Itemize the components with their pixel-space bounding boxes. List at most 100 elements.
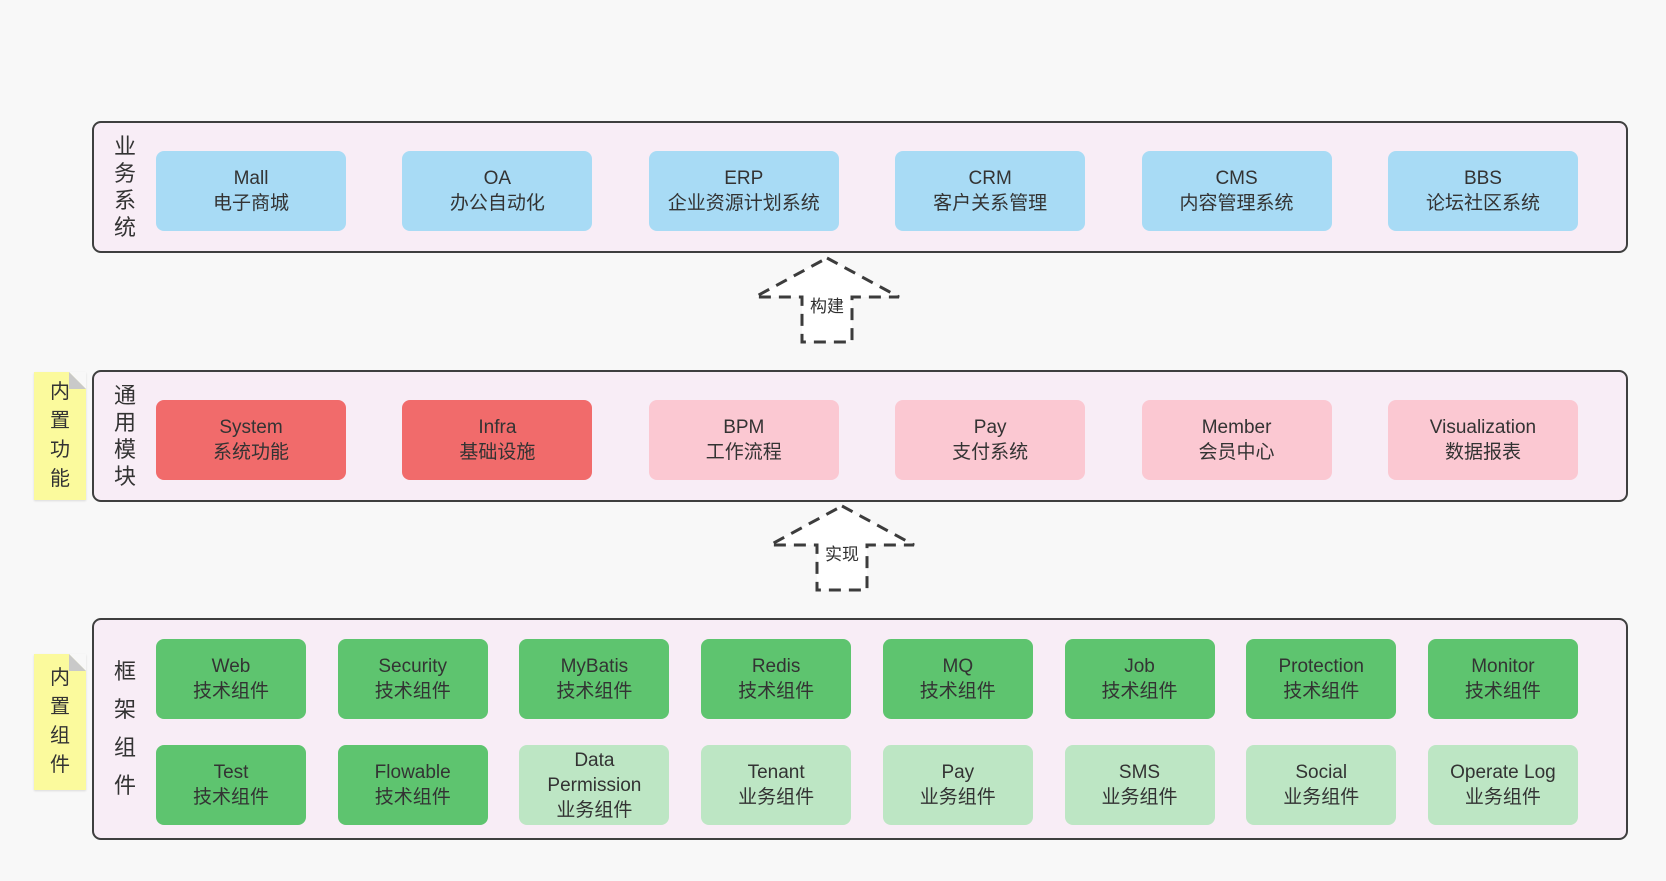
box-system: System 系统功能 <box>156 400 346 480</box>
box-title: BPM <box>723 417 765 438</box>
box-bpm: BPM 工作流程 <box>648 400 839 480</box>
box-subtitle: 内容管理系统 <box>1179 193 1294 214</box>
box-sms: SMS 业务组件 <box>1064 745 1215 825</box>
box-bbs: BBS 论坛社区系统 <box>1387 151 1578 231</box>
arrow-up-implement: 实现 <box>767 503 917 593</box>
box-subtitle: 技术组件 <box>1464 681 1541 702</box>
panel-business-systems: 业 务 系 统 Mall 电子商城 OA 办公自动化 ERP 企业资源计划系统 CRM 客户关… <box>92 121 1628 253</box>
box-data-permission: Data Permission 业务组件 <box>519 745 670 825</box>
box-infra: Infra 基础设施 <box>402 400 593 480</box>
box-mq: MQ 技术组件 <box>882 639 1033 719</box>
arrow-label: 实现 <box>822 540 862 565</box>
box-social: Social 业务组件 <box>1246 745 1397 825</box>
box-title: SMS <box>1118 762 1161 783</box>
box-subtitle: 技术组件 <box>192 787 269 808</box>
box-visualization: Visualization 数据报表 <box>1387 400 1578 480</box>
panel-common-modules: 通 用 模 块 System 系统功能 Infra 基础设施 BPM 工作流程 Pay 支付系… <box>92 370 1628 502</box>
box-pay: Pay 业务组件 <box>882 745 1033 825</box>
box-subtitle: 技术组件 <box>1283 681 1360 702</box>
sticky-fold-icon <box>69 654 86 671</box>
sticky-note-builtin-components: 内 置 组 件 <box>34 654 86 790</box>
box-title: Security <box>378 656 448 677</box>
box-security: Security 技术组件 <box>337 639 488 719</box>
sticky-note-label: 内 置 组 件 <box>50 667 70 776</box>
box-operate-log: Operate Log 业务组件 <box>1427 745 1578 825</box>
box-title: Pay <box>941 762 975 783</box>
box-subtitle: 业务组件 <box>738 787 815 808</box>
box-subtitle: 技术组件 <box>556 681 633 702</box>
box-title: Member <box>1201 417 1272 438</box>
box-subtitle: 基础设施 <box>459 442 536 463</box>
box-title: CRM <box>968 168 1012 189</box>
box-subtitle: 电子商城 <box>212 193 289 214</box>
box-title: OA <box>483 168 512 189</box>
box-subtitle: 会员中心 <box>1198 442 1275 463</box>
box-member: Member 会员中心 <box>1141 400 1332 480</box>
box-erp: ERP 企业资源计划系统 <box>648 151 839 231</box>
box-subtitle: 业务组件 <box>556 799 633 821</box>
box-subtitle: 技术组件 <box>919 681 996 702</box>
box-title: Visualization <box>1429 417 1537 438</box>
box-title: Protection <box>1278 656 1364 677</box>
box-subtitle: 系统功能 <box>212 442 289 463</box>
box-subtitle: 企业资源计划系统 <box>667 193 820 214</box>
box-title: Web <box>211 656 251 677</box>
box-subtitle: 工作流程 <box>705 442 782 463</box>
box-monitor: Monitor 技术组件 <box>1427 639 1578 719</box>
box-title: MQ <box>942 656 974 677</box>
box-title: Test <box>213 762 249 783</box>
box-title: BBS <box>1463 168 1502 189</box>
box-subtitle: 论坛社区系统 <box>1425 193 1540 214</box>
box-subtitle: 技术组件 <box>374 681 451 702</box>
box-subtitle: 数据报表 <box>1444 442 1521 463</box>
box-title: Flowable <box>374 762 451 783</box>
box-subtitle: 技术组件 <box>374 787 451 808</box>
box-subtitle: 技术组件 <box>192 681 269 702</box>
box-title: ERP <box>724 168 764 189</box>
box-flowable: Flowable 技术组件 <box>337 745 488 825</box>
box-title: Data Permission <box>547 749 642 796</box>
box-subtitle: 业务组件 <box>1464 787 1541 808</box>
box-title: MyBatis <box>560 656 629 677</box>
sticky-fold-icon <box>69 372 86 389</box>
box-title: System <box>219 417 283 438</box>
box-pay: Pay 支付系统 <box>895 400 1086 480</box>
box-tenant: Tenant 业务组件 <box>701 745 852 825</box>
box-crm: CRM 客户关系管理 <box>895 151 1086 231</box>
box-title: Job <box>1124 656 1155 677</box>
box-title: Social <box>1295 762 1348 783</box>
box-web: Web 技术组件 <box>156 639 306 719</box>
sticky-note-builtin-functions: 内 置 功 能 <box>34 372 86 500</box>
box-subtitle: 办公自动化 <box>449 193 545 214</box>
arrow-label: 构建 <box>807 292 847 317</box>
arrow-up-build: 构建 <box>752 255 902 345</box>
box-title: Tenant <box>747 762 805 783</box>
box-cms: CMS 内容管理系统 <box>1141 151 1332 231</box>
box-title: Mall <box>233 168 269 189</box>
box-row: Mall 电子商城 OA 办公自动化 ERP 企业资源计划系统 CRM 客户关系管理 CMS 内容… <box>156 151 1578 231</box>
box-subtitle: 业务组件 <box>919 787 996 808</box>
box-mybatis: MyBatis 技术组件 <box>519 639 670 719</box>
box-subtitle: 技术组件 <box>738 681 815 702</box>
box-subtitle: 客户关系管理 <box>933 193 1048 214</box>
panel-side-label: 通 用 模 块 <box>113 383 136 489</box>
box-title: Pay <box>973 417 1007 438</box>
box-row: System 系统功能 Infra 基础设施 BPM 工作流程 Pay 支付系统 Member 会… <box>156 400 1578 480</box>
box-test: Test 技术组件 <box>156 745 306 825</box>
box-title: Monitor <box>1471 656 1535 677</box>
box-title: CMS <box>1215 168 1258 189</box>
box-mall: Mall 电子商城 <box>156 151 346 231</box>
box-subtitle: 业务组件 <box>1283 787 1360 808</box>
panel-side-label: 业 务 系 统 <box>113 134 136 240</box>
box-subtitle: 支付系统 <box>952 442 1029 463</box>
box-title: Infra <box>478 417 517 438</box>
box-title: Operate Log <box>1450 762 1556 783</box>
box-protection: Protection 技术组件 <box>1246 639 1397 719</box>
box-subtitle: 业务组件 <box>1101 787 1178 808</box>
box-oa: OA 办公自动化 <box>402 151 593 231</box>
